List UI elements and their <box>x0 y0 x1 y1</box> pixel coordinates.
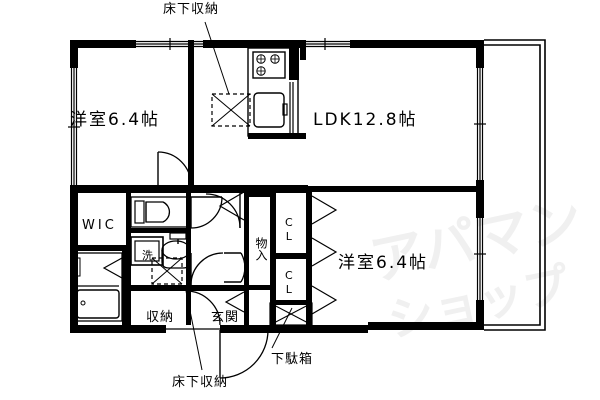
window-ldk-top <box>300 38 350 50</box>
room-label-washroom: 洗 <box>142 249 154 262</box>
door-storage <box>185 290 221 326</box>
room-label-western-room-2: 洋室6.4帖 <box>338 253 429 273</box>
annotation-underfloor-storage-top: 床下収納 <box>163 2 220 17</box>
room-label-utility-closet: 物入 <box>254 237 268 261</box>
bathtub-icon <box>73 252 123 322</box>
room-label-storage-closet: 収納 <box>146 310 175 325</box>
window-ldk-right <box>474 68 486 180</box>
window-bedroom2-right <box>474 218 486 300</box>
door-utility-closet <box>218 191 245 221</box>
underfloor-storage-kitchen-icon <box>204 21 251 127</box>
room-label-entrance: 玄関 <box>211 310 240 325</box>
annotation-shoe-cabinet: 下駄箱 <box>271 352 314 367</box>
doors <box>78 151 269 379</box>
vanity-sink-icon <box>161 232 191 269</box>
door-hall-lower <box>224 252 246 283</box>
gas-stove-icon <box>252 51 286 79</box>
underfloor-storage-washroom-icon <box>151 257 203 371</box>
annotation-underfloor-storage-bottom: 床下収納 <box>172 375 229 390</box>
door-hall-upper <box>205 193 241 229</box>
toilet-icon <box>130 196 188 228</box>
door-entrance <box>219 329 269 379</box>
partition-detail <box>190 112 440 190</box>
door-washroom <box>190 252 224 286</box>
closet-sliding-indicators <box>311 195 338 315</box>
room-label-western-room-1: 洋室6.4帖 <box>70 110 161 130</box>
door-genkan-closet <box>224 291 245 313</box>
room-label-ldk: LDK12.8帖 <box>313 110 418 130</box>
door-toilet <box>190 196 223 229</box>
balcony-outline <box>484 39 546 331</box>
shoe-cabinet-leader <box>269 302 313 349</box>
washing-machine-icon <box>130 236 164 266</box>
room-label-wic: WIC <box>82 218 117 233</box>
window-bedroom1-left <box>68 68 80 185</box>
door-bedroom1 <box>157 151 192 186</box>
interior-walls <box>70 40 484 328</box>
kitchen-sink-icon <box>253 92 288 128</box>
kitchen-fixtures <box>247 47 299 137</box>
